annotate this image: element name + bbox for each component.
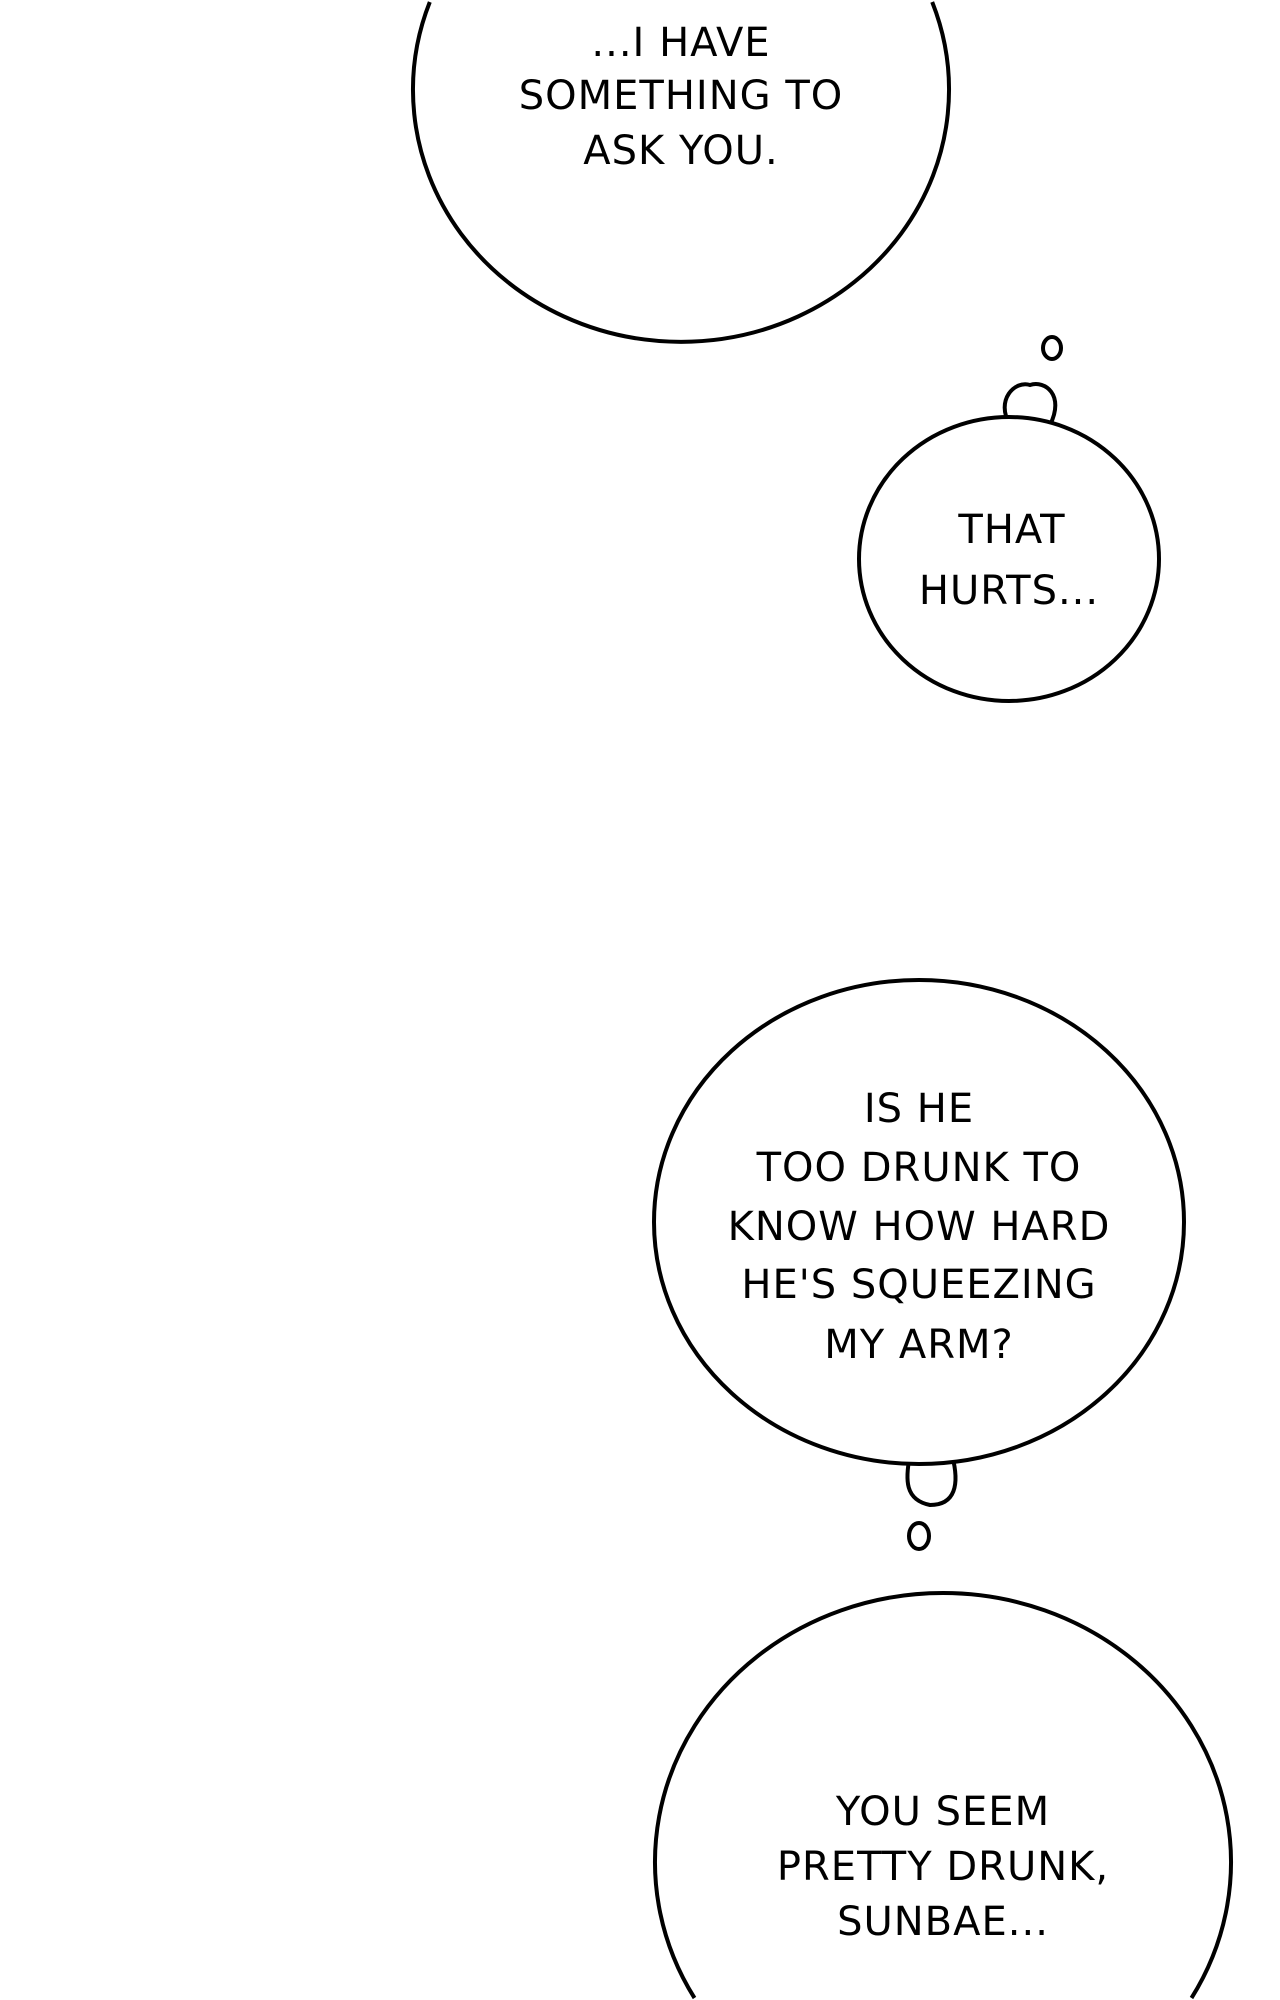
bubble-outline — [411, 1, 951, 344]
bubble-line: YOU SEEM — [835, 1789, 1050, 1835]
thought-tail — [1002, 382, 1058, 427]
bubble-line: IS HE — [864, 1086, 974, 1132]
bubble-line: TOO DRUNK TO — [756, 1145, 1082, 1191]
bubble-line: THAT — [957, 507, 1065, 553]
bubble-line: ...I HAVE — [591, 20, 770, 66]
thought-dot — [1041, 335, 1063, 361]
bubble-line: HURTS... — [919, 568, 1099, 614]
thought-bubble-3: IS HE TOO DRUNK TO KNOW HOW HARD HE'S SQ… — [652, 978, 1186, 1551]
bubble-line: HE'S SQUEEZING — [741, 1262, 1096, 1308]
speech-bubble-4: YOU SEEM PRETTY DRUNK, SUNBAE... — [653, 1591, 1233, 2000]
bubble-line: MY ARM? — [824, 1322, 1014, 1368]
bubble-outline — [653, 1591, 1233, 2000]
bubble-outline — [857, 415, 1161, 703]
bubble-line: SOMETHING TO — [519, 73, 844, 119]
thought-bubble-2: THAT HURTS... — [857, 335, 1161, 703]
speech-bubble-1: ...I HAVE SOMETHING TO ASK YOU. — [411, 1, 951, 344]
bubble-line: KNOW HOW HARD — [728, 1204, 1111, 1250]
bubble-line: SUNBAE... — [837, 1899, 1049, 1945]
bubble-line: PRETTY DRUNK, — [777, 1844, 1109, 1890]
thought-dot — [907, 1521, 931, 1551]
bubble-line: ASK YOU. — [583, 128, 778, 174]
bubble-outline — [652, 978, 1186, 1466]
thought-tail — [905, 1453, 958, 1508]
